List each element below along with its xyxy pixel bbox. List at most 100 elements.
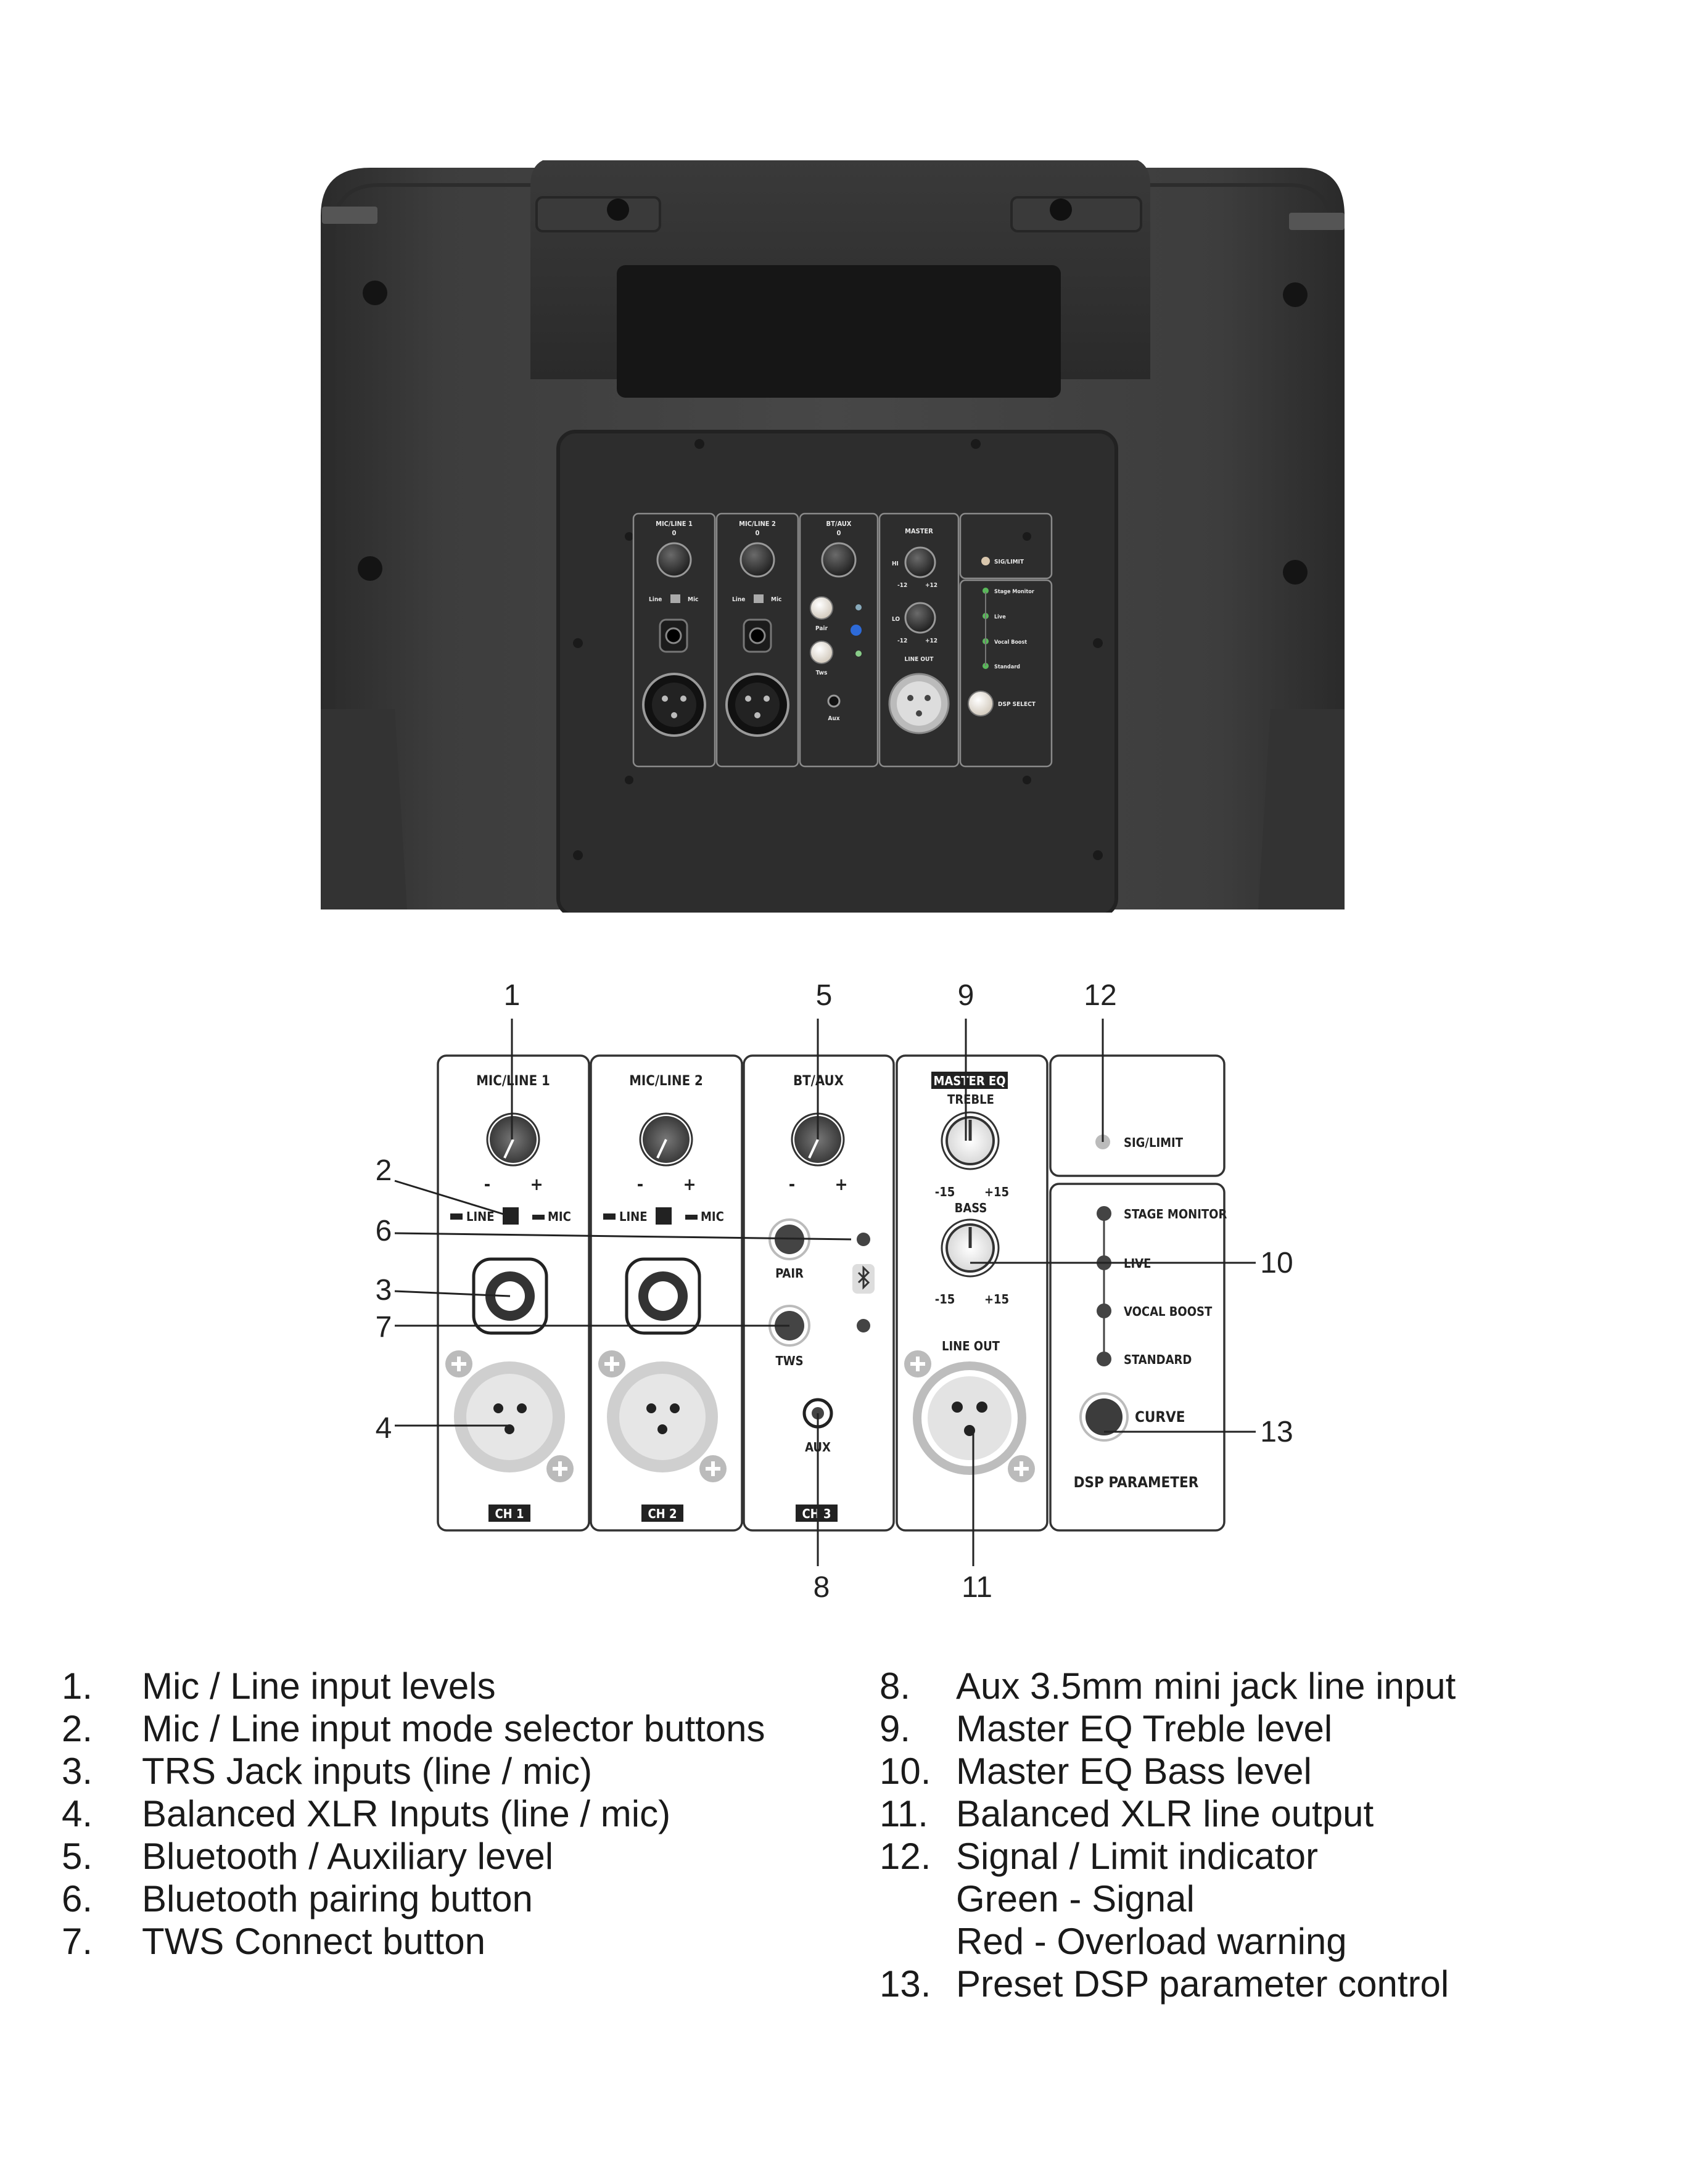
photo-ch3-title: BT/AUX (826, 520, 852, 528)
dsp-curve-button[interactable] (1079, 1392, 1129, 1442)
photo-ch1-line: Line (649, 596, 662, 603)
ch1-mode-selector[interactable] (503, 1207, 519, 1225)
svg-text:5: 5 (816, 979, 833, 1012)
svg-text:LINE OUT: LINE OUT (942, 1339, 1000, 1353)
dsp-panel (1049, 1183, 1226, 1532)
ch2-trs-jack[interactable] (625, 1257, 701, 1335)
svg-text:SIG/LIMIT: SIG/LIMIT (994, 559, 1024, 565)
svg-text:Aux: Aux (828, 715, 839, 722)
svg-text:+12: +12 (925, 582, 937, 589)
ch2-xlr-input[interactable] (598, 1350, 727, 1482)
legend-right: 8.Aux 3.5mm mini jack line input 9.Maste… (880, 1665, 1456, 2005)
ch1-xlr-input[interactable] (445, 1350, 574, 1482)
treble-knob[interactable] (941, 1111, 1000, 1170)
legend-item: 12.Signal / Limit indicator (880, 1836, 1318, 1877)
svg-text:8: 8 (814, 1571, 830, 1604)
dsp-mode-vocal-boost: VOCAL BOOST (1124, 1304, 1213, 1319)
svg-text:MIC: MIC (548, 1209, 571, 1224)
ch2-title: MIC/LINE 2 (629, 1074, 703, 1089)
svg-text:CURVE: CURVE (1135, 1408, 1185, 1426)
svg-text:LINE OUT: LINE OUT (905, 656, 934, 663)
svg-text:LINE: LINE (466, 1209, 495, 1224)
ch3-footer: CH 3 (802, 1506, 831, 1521)
ch1-title: MIC/LINE 1 (476, 1074, 550, 1089)
svg-text:Tws: Tws (816, 670, 828, 676)
svg-text:HI: HI (892, 560, 899, 567)
legend-item: 2.Mic / Line input mode selector buttons (62, 1708, 765, 1749)
legend-sub-green: Green - Signal (956, 1878, 1195, 1919)
svg-text:LINE: LINE (619, 1209, 648, 1224)
bass-knob[interactable] (941, 1218, 1000, 1278)
photo-ch2-title: MIC/LINE 2 (739, 520, 776, 528)
master-panel (896, 1054, 1048, 1532)
svg-text:Vocal Boost: Vocal Boost (994, 639, 1027, 646)
svg-text:-: - (484, 1174, 490, 1194)
svg-text:+: + (683, 1174, 696, 1194)
legend-sub-red: Red - Overload warning (956, 1921, 1347, 1962)
photo-ch1-title: MIC/LINE 1 (656, 520, 693, 528)
svg-text:Live: Live (994, 614, 1006, 620)
svg-text:Standard: Standard (994, 664, 1020, 670)
amp-controls-photo: MIC/LINE 1 0 Line Mic MIC/LINE 2 0 Line … (632, 512, 1053, 768)
svg-text:2: 2 (376, 1154, 392, 1187)
svg-text:0: 0 (837, 529, 841, 537)
legend-item: 8.Aux 3.5mm mini jack line input (880, 1665, 1456, 1707)
svg-text:0: 0 (756, 529, 760, 537)
svg-text:LO: LO (892, 616, 900, 623)
svg-text:Mic: Mic (688, 596, 698, 603)
svg-text:PAIR: PAIR (775, 1266, 804, 1281)
carry-handle (530, 160, 1150, 398)
legend-item: 3.TRS Jack inputs (line / mic) (62, 1751, 593, 1792)
photo-master-title: MASTER (905, 527, 933, 535)
svg-text:TWS: TWS (775, 1353, 803, 1368)
legend-item: 1.Mic / Line input levels (62, 1665, 496, 1707)
svg-text:-12: -12 (897, 638, 907, 644)
svg-text:DSP SELECT: DSP SELECT (998, 701, 1036, 708)
pair-led (857, 1233, 870, 1246)
svg-text:TREBLE: TREBLE (947, 1092, 994, 1107)
svg-text:Stage Monitor: Stage Monitor (994, 589, 1034, 595)
amp-plate (556, 430, 1118, 913)
legend-item: 5.Bluetooth / Auxiliary level (62, 1836, 554, 1877)
svg-text:Mic: Mic (771, 596, 781, 603)
master-title: MASTER EQ (933, 1074, 1005, 1088)
control-panel-diagram: MIC/LINE 1 - + LINE MIC CH 1 (376, 979, 1293, 1604)
legend-item: 6.Bluetooth pairing button (62, 1878, 533, 1919)
ch1-footer: CH 1 (495, 1506, 524, 1521)
svg-text:7: 7 (376, 1311, 392, 1344)
legend-item: 13.Preset DSP parameter control (880, 1963, 1449, 2005)
svg-text:+: + (834, 1174, 847, 1194)
bluetooth-icon (852, 1264, 875, 1294)
svg-text:-12: -12 (897, 582, 907, 589)
speaker-rear-photo: MIC/LINE 1 0 Line Mic MIC/LINE 2 0 Line … (321, 160, 1345, 913)
svg-text:Line: Line (732, 596, 745, 603)
xlr-line-output[interactable] (904, 1350, 1035, 1482)
sig-label: SIG/LIMIT (1124, 1135, 1184, 1150)
svg-text:0: 0 (672, 529, 677, 537)
svg-text:6: 6 (376, 1215, 392, 1247)
dsp-footer: DSP PARAMETER (1074, 1474, 1199, 1491)
ch2-panel (590, 1054, 743, 1532)
ch2-mode-selector[interactable] (656, 1207, 672, 1225)
svg-text:13: 13 (1260, 1416, 1293, 1448)
tws-led (857, 1319, 870, 1332)
legend-item: 11.Balanced XLR line output (880, 1793, 1374, 1834)
svg-text:-15: -15 (935, 1184, 955, 1199)
svg-text:3: 3 (376, 1274, 392, 1307)
svg-text:-15: -15 (935, 1292, 955, 1307)
svg-text:9: 9 (958, 979, 974, 1012)
legend-item: 7.TWS Connect button (62, 1921, 485, 1962)
dsp-mode-stage-monitor: STAGE MONITOR (1124, 1207, 1227, 1221)
svg-text:MIC: MIC (701, 1209, 724, 1224)
legend-item: 4.Balanced XLR Inputs (line / mic) (62, 1793, 671, 1834)
svg-text:+: + (530, 1174, 543, 1194)
svg-text:11: 11 (962, 1571, 992, 1604)
ch1-level-knob[interactable] (486, 1112, 540, 1167)
svg-text:-: - (789, 1174, 795, 1194)
svg-text:-: - (637, 1174, 643, 1194)
svg-text:+12: +12 (925, 638, 937, 644)
svg-text:+15: +15 (984, 1292, 1009, 1307)
ch2-level-knob[interactable] (639, 1112, 693, 1167)
legend-item: 10.Master EQ Bass level (880, 1751, 1312, 1792)
svg-text:Pair: Pair (815, 625, 828, 632)
